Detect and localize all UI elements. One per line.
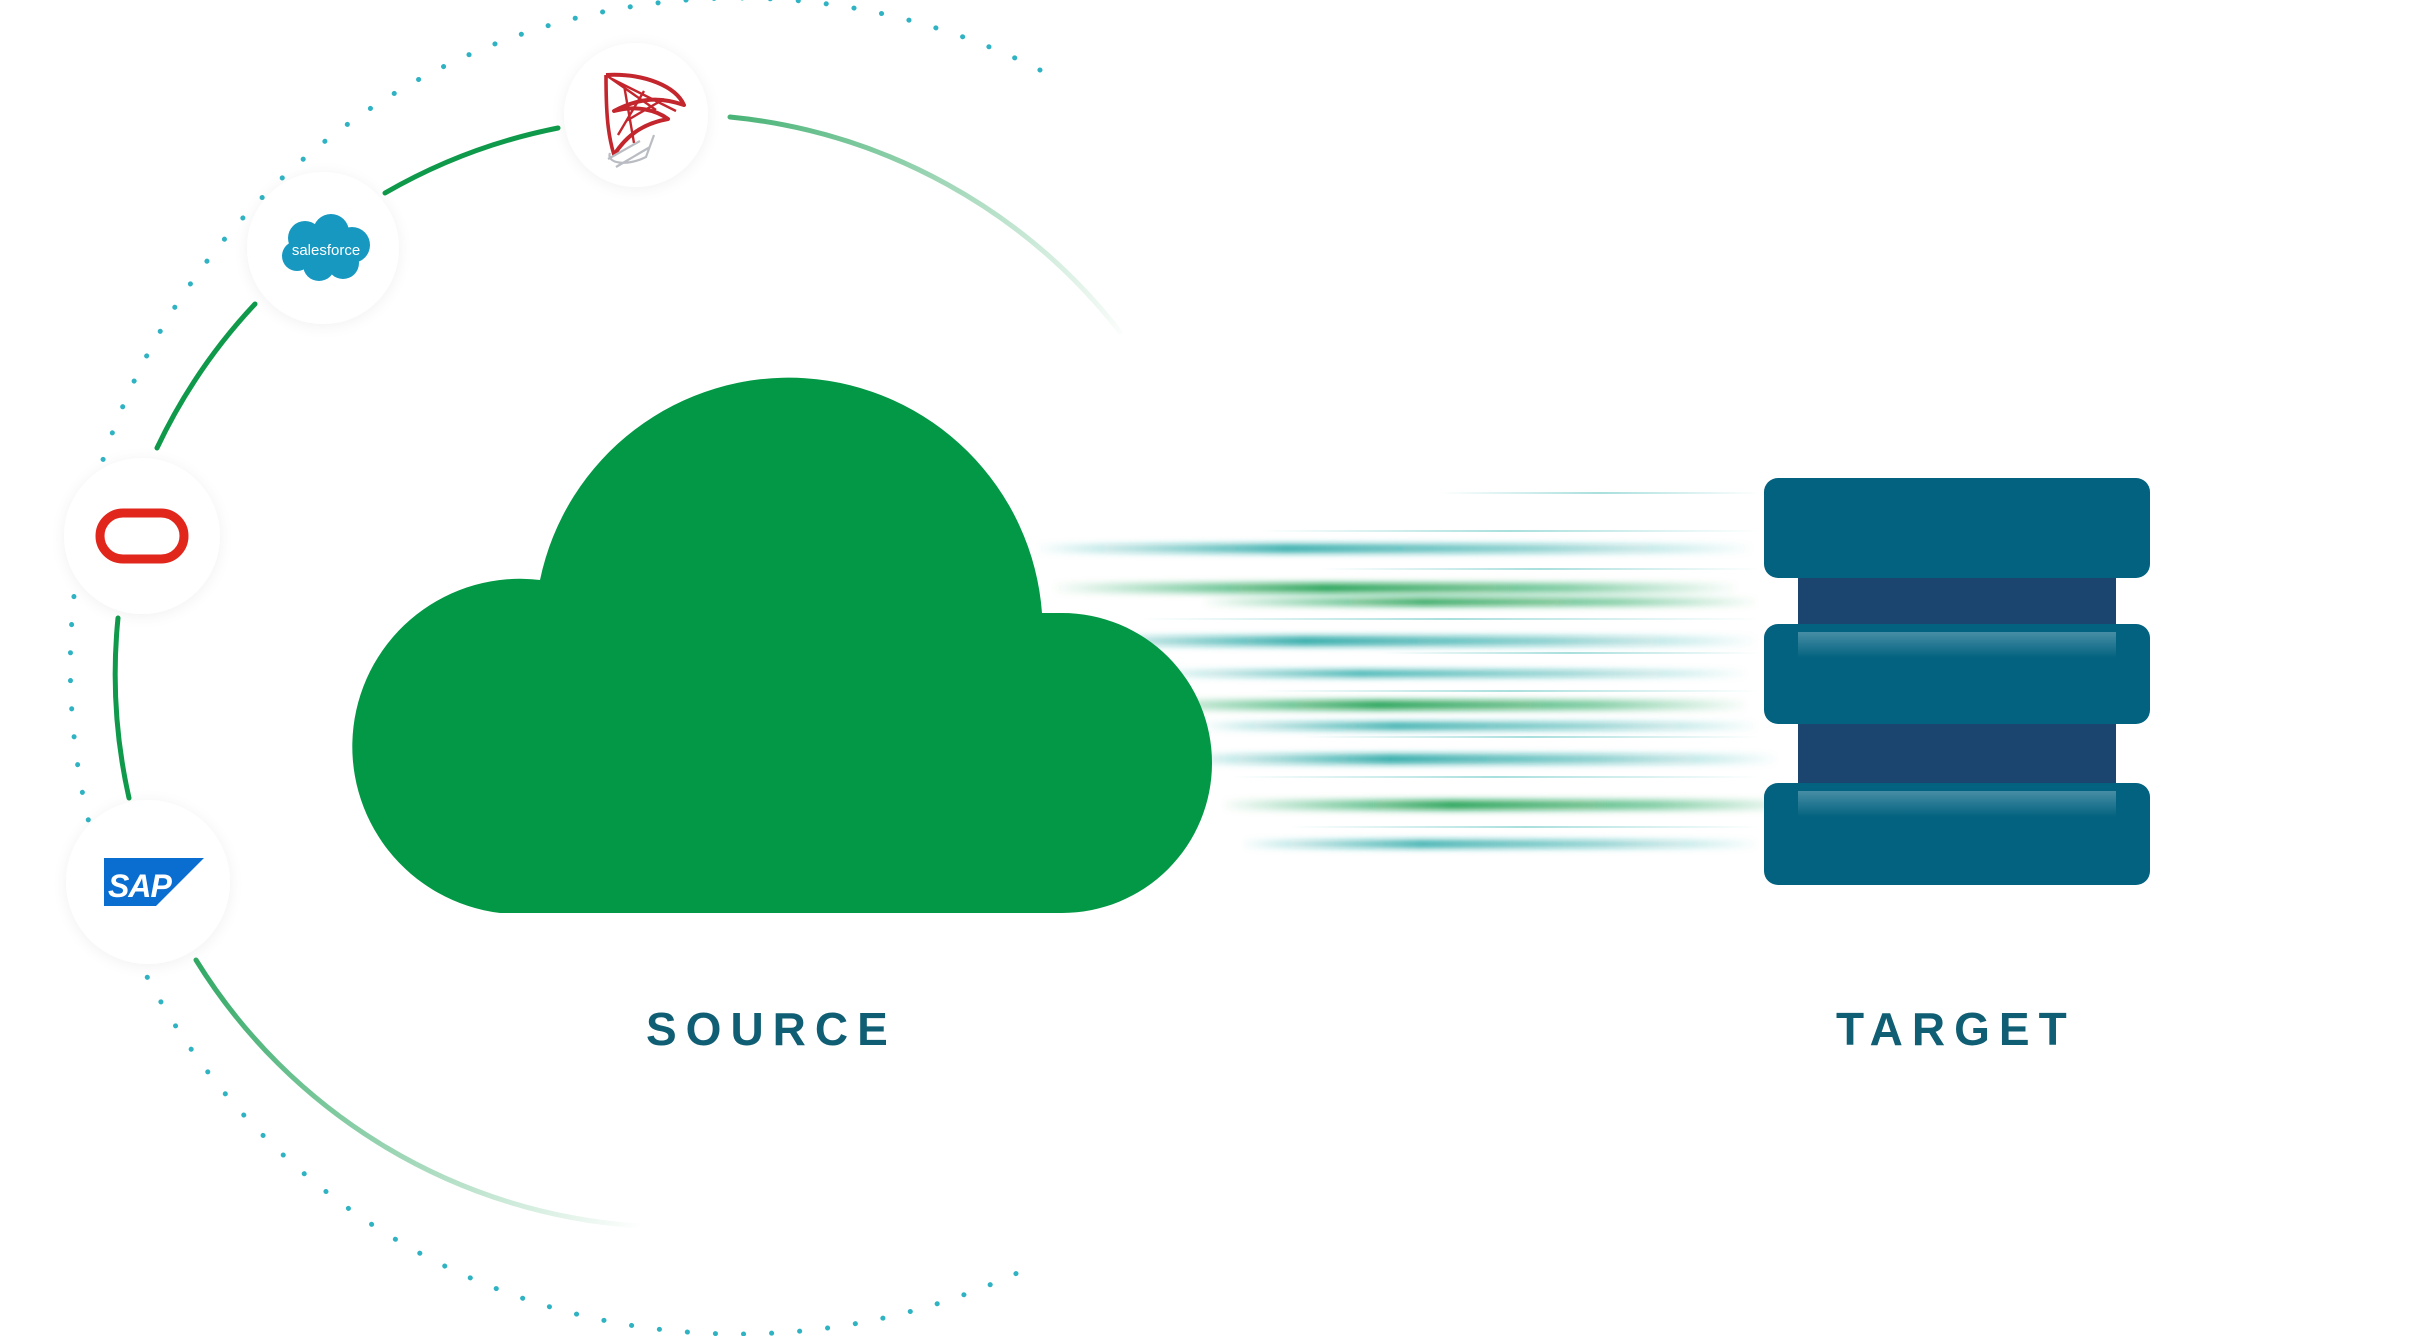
ring-arc-bottom [193, 957, 643, 1229]
sql-server-logo [564, 43, 708, 187]
logo-badge [64, 458, 220, 614]
salesforce-cloud-icon: salesforce [282, 214, 370, 281]
sap-wordmark: SAP [108, 868, 172, 904]
data-transfer-streaks [1035, 492, 1800, 848]
oracle-logo [64, 458, 220, 614]
ring-arc-top-right [727, 114, 1123, 335]
source-label: SOURCE [646, 1003, 897, 1055]
salesforce-logo: salesforce [247, 172, 399, 324]
database-layer-top [1764, 478, 2150, 578]
oracle-ring-icon [95, 508, 189, 564]
sap-logo-icon: SAP [104, 858, 204, 906]
inner-ring [112, 114, 1123, 1229]
database-shine-middle [1798, 632, 2116, 658]
ring-arc-left-lower [112, 615, 132, 801]
ring-arc-left-upper [154, 301, 258, 451]
ring-arc-top [382, 125, 561, 196]
database-shine-bottom [1798, 791, 2116, 817]
salesforce-wordmark: salesforce [292, 242, 360, 259]
sql-server-icon [604, 72, 686, 168]
target-label: TARGET [1836, 1003, 2076, 1055]
cloud-icon [352, 377, 1213, 914]
sap-logo: SAP [66, 800, 230, 964]
source-logos: salesforce SAP [64, 43, 708, 964]
database-icon [1764, 478, 2150, 885]
